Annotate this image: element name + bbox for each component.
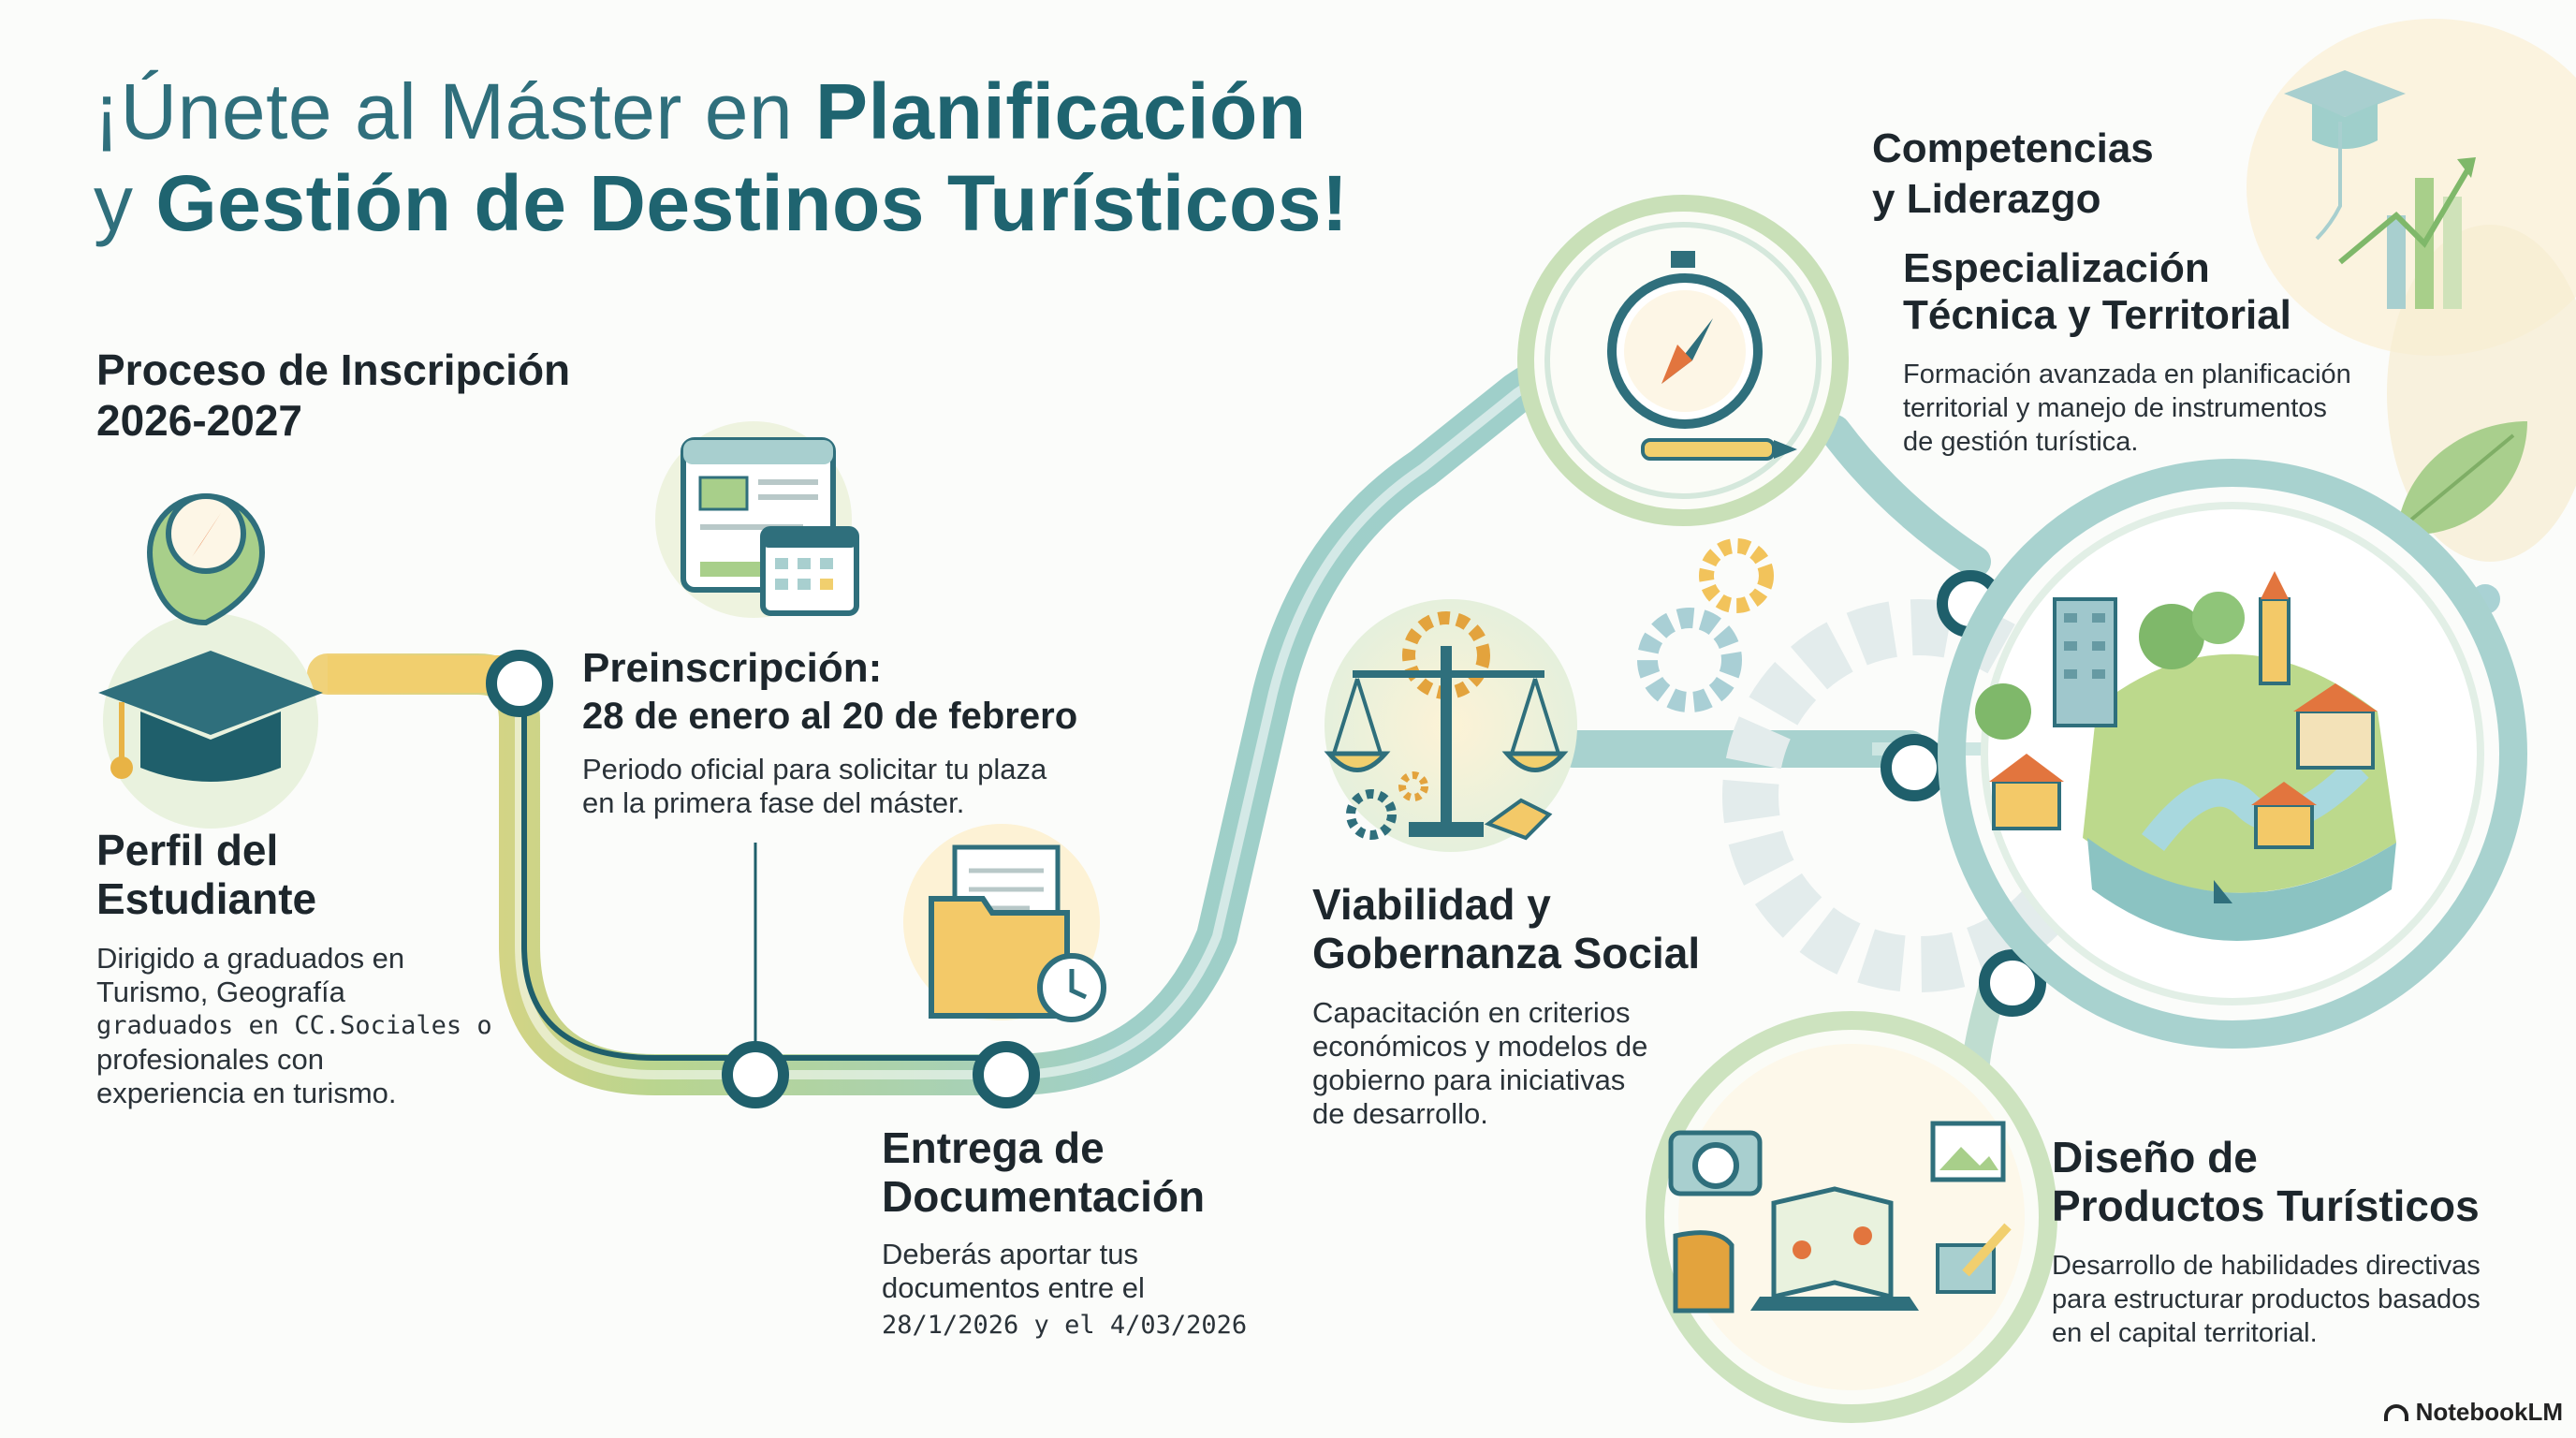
viabilidad-desc-line3: gobierno para iniciativas [1312, 1064, 1626, 1096]
process-heading: Proceso de Inscripción 2026-2027 [96, 345, 570, 446]
process-heading-line2: 2026-2027 [96, 396, 302, 445]
map-camera-icon [1646, 1011, 2057, 1423]
perfil-desc-line3: graduados en CC.Sociales o [96, 1011, 492, 1040]
especializacion-title-line2: Técnica y Territorial [1903, 292, 2291, 338]
calendar-icon [655, 421, 859, 618]
diseno-title-line1: Diseño de [2052, 1133, 2258, 1181]
especializacion-desc-line1: Formación avanzada en planificación [1903, 360, 2351, 389]
especializacion-desc-line2: territorial y manejo de instrumentos [1903, 393, 2327, 423]
viabilidad-title-line1: Viabilidad y [1312, 880, 1551, 929]
especializacion-desc-line3: de gestión turística. [1903, 427, 2139, 457]
node-diseno [1979, 949, 2046, 1017]
perfil-desc-line5: experiencia en turismo. [96, 1077, 397, 1109]
entrega-title-line1: Entrega de [882, 1123, 1105, 1172]
title-line2-prefix: y [94, 159, 156, 247]
entrega-card: Entrega de Documentación Deberás aportar… [882, 1123, 1247, 1343]
perfil-desc-line4: profesionales con [96, 1043, 324, 1076]
entrega-desc-line3: 28/1/2026 y el 4/03/2026 [882, 1311, 1248, 1340]
perfil-desc-line1: Dirigido a graduados en [96, 942, 405, 975]
notebooklm-logo: NotebookLM [2383, 1398, 2563, 1427]
diseno-card: Diseño de Productos Turísticos Desarroll… [2052, 1133, 2481, 1350]
viabilidad-card: Viabilidad y Gobernanza Social Capacitac… [1312, 880, 1700, 1131]
perfil-title-line1: Perfil del [96, 826, 279, 874]
title-bold-line2: Gestión de Destinos Turísticos! [155, 159, 1349, 247]
entrega-desc-line1: Deberás aportar tus [882, 1238, 1138, 1270]
especializacion-card: Especialización Técnica y Territorial Fo… [1903, 245, 2351, 459]
node-viabilidad [1881, 734, 1948, 801]
viabilidad-desc-line4: de desarrollo. [1312, 1097, 1488, 1130]
viabilidad-desc-line2: económicos y modelos de [1312, 1030, 1648, 1063]
preinscripcion-title: Preinscripción: [582, 645, 883, 691]
competencias-title-line2: y Liderazgo [1872, 176, 2101, 222]
diseno-title-line2: Productos Turísticos [2052, 1181, 2480, 1230]
diseno-desc-line1: Desarrollo de habilidades directivas [2052, 1251, 2481, 1281]
perfil-card: Perfil del Estudiante Dirigido a graduad… [96, 826, 492, 1110]
perfil-desc-line2: Turismo, Geografía [96, 976, 345, 1008]
title-prefix: ¡Únete al Máster en [94, 67, 816, 155]
preinscripcion-dates: 28 de enero al 20 de febrero [582, 696, 1078, 737]
path-nodes [486, 570, 2046, 1108]
compass-icon [1517, 195, 1849, 526]
title-bold-line1: Planificación [815, 67, 1307, 155]
entrega-title-line2: Documentación [882, 1172, 1206, 1221]
process-heading-line1: Proceso de Inscripción [96, 345, 571, 394]
diseno-desc-line3: en el capital territorial. [2052, 1318, 2318, 1348]
preinscripcion-desc-line2: en la primera fase del máster. [582, 786, 965, 819]
brand-label: NotebookLM [2415, 1398, 2563, 1426]
folder-icon [903, 824, 1106, 1022]
node-entrega-1 [722, 1041, 789, 1108]
viabilidad-title-line2: Gobernanza Social [1312, 929, 1701, 977]
competencias-heading: Competencias y Liderazgo [1872, 124, 2154, 225]
preinscripcion-desc-line1: Periodo oficial para solicitar tu plaza [582, 753, 1047, 785]
preinscripcion-card: Preinscripción: 28 de enero al 20 de feb… [582, 644, 1077, 820]
scales-icon [1324, 599, 1577, 852]
perfil-title-line2: Estudiante [96, 874, 317, 923]
diseno-desc-line2: para estructurar productos basados [2052, 1284, 2481, 1314]
entrega-desc-line2: documentos entre el [882, 1271, 1145, 1304]
viabilidad-desc-line1: Capacitación en criterios [1312, 996, 1631, 1029]
growth-chart-icon [2284, 70, 2476, 309]
page-title: ¡Únete al Máster en Planificación y Gesti… [94, 66, 1349, 249]
node-entrega-2 [973, 1041, 1040, 1108]
node-preinscripcion [486, 650, 553, 717]
competencias-title-line1: Competencias [1872, 125, 2154, 171]
especializacion-title-line1: Especialización [1903, 245, 2210, 291]
territory-map-icon [1938, 459, 2527, 1049]
notebooklm-icon [2383, 1403, 2408, 1421]
graduation-cap-icon [98, 493, 323, 829]
